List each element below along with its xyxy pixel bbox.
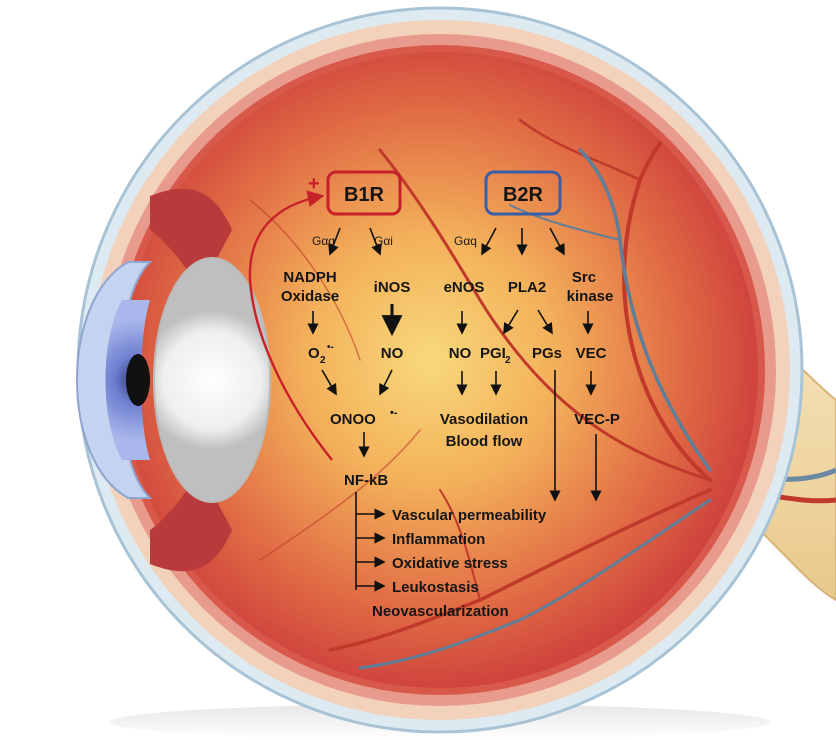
outcome-inflammation: Inflammation: [392, 531, 485, 548]
vasodilation-label: Vasodilation: [440, 411, 528, 428]
pla2-label: PLA2: [508, 279, 546, 296]
pupil: [126, 354, 150, 406]
svg-text:2: 2: [320, 355, 326, 366]
kinase-label: kinase: [567, 288, 614, 305]
nfkb-label: NF-kB: [344, 472, 388, 489]
svg-text:•-: •-: [327, 342, 334, 353]
gaq-label: Gαq: [454, 234, 477, 248]
outcome-leukostasis: Leukostasis: [392, 579, 479, 596]
svg-text:ONOO: ONOO: [330, 411, 376, 428]
no-label-b2r: NO: [449, 345, 472, 362]
svg-text:PGI: PGI: [480, 345, 506, 362]
outcome-oxidative-stress: Oxidative stress: [392, 555, 508, 572]
outcome-vascular-permeability: Vascular permeability: [392, 507, 547, 524]
b1r-label: B1R: [344, 184, 385, 206]
svg-text:•-: •-: [390, 407, 398, 419]
svg-text:2: 2: [505, 355, 511, 366]
oxidase-label: Oxidase: [281, 288, 339, 305]
vec-label: VEC: [576, 345, 607, 362]
no-label: NO: [381, 345, 404, 362]
gaq-label: Gαq: [312, 234, 335, 248]
enos-label: eNOS: [444, 279, 485, 296]
plus-sign: +: [308, 173, 320, 195]
blood-flow-label: Blood flow: [446, 433, 523, 450]
outcome-neovascularization: Neovascularization: [372, 603, 509, 620]
pgs-label: PGs: [532, 345, 562, 362]
src-label: Src: [572, 269, 596, 286]
b2r-label: B2R: [503, 184, 544, 206]
svg-text:O: O: [308, 345, 320, 362]
vec-p-label: VEC-P: [574, 411, 620, 428]
inos-label: iNOS: [374, 279, 411, 296]
nadph-label: NADPH: [283, 269, 336, 286]
